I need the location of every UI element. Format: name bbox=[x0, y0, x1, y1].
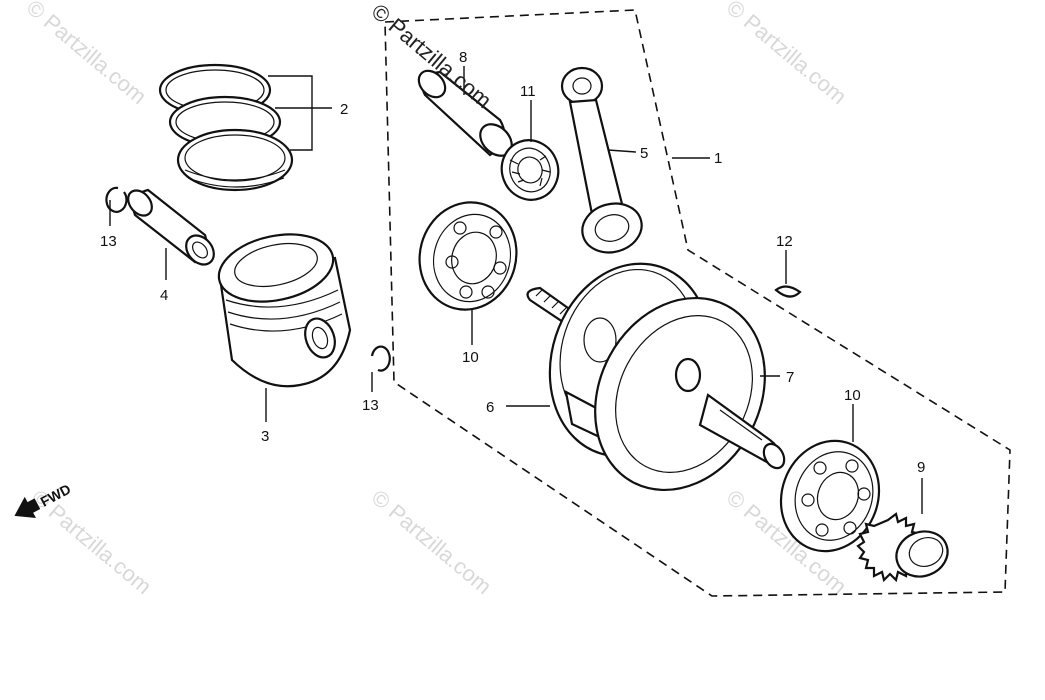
callout-3: 3 bbox=[261, 428, 269, 445]
watermark-top-right: © Partzilla.com bbox=[722, 0, 852, 109]
callout-10-upper: 10 bbox=[462, 349, 479, 366]
needle-bearing bbox=[500, 139, 560, 201]
piston bbox=[217, 233, 352, 388]
woodruff-key bbox=[774, 285, 802, 298]
callout-9: 9 bbox=[917, 459, 925, 476]
callout-7: 7 bbox=[786, 369, 794, 386]
crank-pin bbox=[417, 69, 513, 157]
callout-6: 6 bbox=[486, 399, 494, 416]
leader-5 bbox=[607, 149, 637, 153]
leader-2 bbox=[268, 75, 332, 151]
arrow-left-icon bbox=[14, 496, 41, 519]
callout-2: 2 bbox=[340, 101, 348, 118]
assembly-boundary bbox=[384, 9, 1011, 597]
callout-10-lower: 10 bbox=[844, 387, 861, 404]
callout-11: 11 bbox=[520, 83, 536, 100]
callout-1: 1 bbox=[714, 150, 722, 167]
callout-13-right: 13 bbox=[362, 397, 379, 414]
watermark-top-left: © Partzilla.com bbox=[22, 0, 152, 109]
callout-8: 8 bbox=[459, 49, 467, 66]
ball-bearing-lower bbox=[779, 439, 881, 553]
callout-5: 5 bbox=[640, 145, 648, 162]
connecting-rod bbox=[560, 66, 643, 254]
callout-numbers: 1 2 3 4 5 6 7 8 9 10 10 11 12 13 13 bbox=[100, 49, 925, 476]
circlip-left bbox=[105, 186, 128, 213]
timing-sprocket bbox=[856, 512, 949, 583]
crankshaft-right bbox=[594, 296, 786, 492]
piston-rings bbox=[158, 63, 294, 192]
callout-4: 4 bbox=[160, 287, 168, 304]
piston-pin bbox=[127, 188, 215, 266]
ball-bearing-upper bbox=[418, 201, 518, 311]
watermark-bottom-middle: © Partzilla.com bbox=[367, 485, 497, 599]
circlip-right bbox=[370, 345, 391, 372]
callout-12: 12 bbox=[776, 233, 793, 250]
callout-13-left: 13 bbox=[100, 233, 117, 250]
